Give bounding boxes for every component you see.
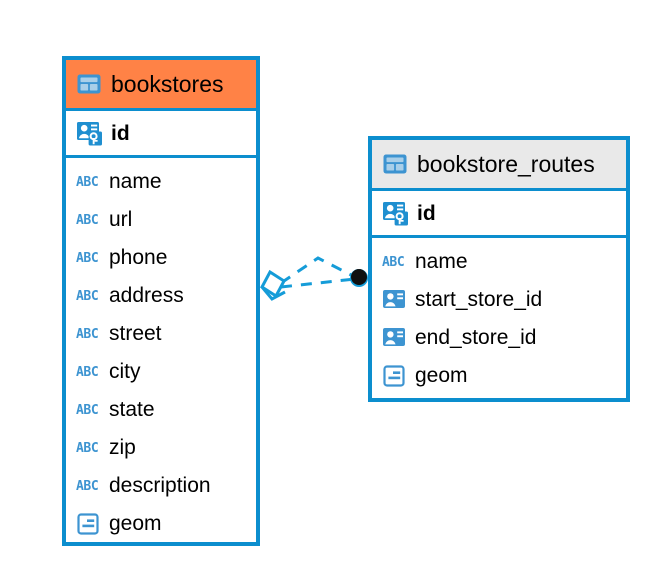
field-row[interactable]: ABC address — [66, 276, 256, 314]
entity-title: bookstore_routes — [417, 150, 595, 177]
svg-text:ABC: ABC — [76, 175, 98, 190]
text-type-icon: ABC — [76, 479, 99, 494]
field-label: url — [109, 207, 133, 231]
svg-text:ABC: ABC — [76, 365, 98, 380]
relationship-branch-upper — [280, 256, 356, 285]
svg-text:ABC: ABC — [382, 255, 404, 270]
field-row[interactable]: geom — [66, 504, 256, 542]
field-label: address — [109, 283, 184, 307]
foreign-key-icon — [383, 290, 405, 308]
field-row[interactable]: ABC phone — [66, 238, 256, 276]
diamond-marker — [260, 269, 286, 301]
field-row[interactable]: end_store_id — [372, 318, 626, 356]
table-icon — [77, 74, 101, 94]
geometry-type-icon — [383, 364, 405, 387]
text-type-icon: ABC — [76, 289, 99, 304]
text-type-icon: ABC — [76, 441, 99, 456]
geometry-type-icon — [77, 512, 99, 535]
field-row[interactable]: ABC zip — [66, 428, 256, 466]
field-label: geom — [415, 363, 468, 387]
field-label: zip — [109, 435, 136, 459]
field-row[interactable]: ABC state — [66, 390, 256, 428]
entity-title: bookstores — [111, 70, 224, 97]
text-type-icon: ABC — [76, 403, 99, 418]
field-label: name — [109, 169, 162, 193]
field-label: end_store_id — [415, 325, 537, 349]
field-list-bookstore-routes: ABC name start_store_id — [372, 238, 626, 400]
primary-key-icon — [383, 201, 408, 225]
table-icon — [383, 154, 407, 174]
field-label: phone — [109, 245, 168, 269]
field-label: state — [109, 397, 155, 421]
field-row[interactable]: start_store_id — [372, 280, 626, 318]
field-row[interactable]: ABC description — [66, 466, 256, 504]
text-type-icon: ABC — [76, 365, 99, 380]
field-row[interactable]: ABC street — [66, 314, 256, 352]
primary-key-row-bookstores[interactable]: id — [66, 108, 256, 158]
entity-header-bookstore-routes[interactable]: bookstore_routes — [372, 140, 626, 188]
filled-circle-marker — [350, 269, 368, 287]
field-label: street — [109, 321, 162, 345]
primary-key-icon — [77, 121, 102, 145]
svg-text:ABC: ABC — [76, 441, 98, 456]
field-list-bookstores: ABC name ABC url ABC phone ABC — [66, 158, 256, 548]
text-type-icon: ABC — [76, 251, 99, 266]
field-label: city — [109, 359, 141, 383]
field-label: start_store_id — [415, 287, 543, 311]
entity-bookstore-routes[interactable]: bookstore_routes id — [368, 136, 630, 402]
primary-key-row-bookstore-routes[interactable]: id — [372, 188, 626, 238]
field-label: id — [111, 121, 130, 145]
svg-text:ABC: ABC — [76, 327, 98, 342]
field-label: description — [109, 473, 211, 497]
field-label: geom — [109, 511, 162, 535]
relationship-branch-lower — [280, 277, 356, 289]
text-type-icon: ABC — [76, 327, 99, 342]
svg-text:ABC: ABC — [76, 403, 98, 418]
svg-text:ABC: ABC — [76, 289, 98, 304]
svg-text:ABC: ABC — [76, 479, 98, 494]
field-row[interactable]: ABC url — [66, 200, 256, 238]
field-row[interactable]: geom — [372, 356, 626, 394]
field-row[interactable]: ABC city — [66, 352, 256, 390]
svg-text:ABC: ABC — [76, 251, 98, 266]
field-label: name — [415, 249, 468, 273]
field-row[interactable]: ABC name — [66, 162, 256, 200]
entity-header-bookstores[interactable]: bookstores — [66, 60, 256, 108]
text-type-icon: ABC — [76, 175, 99, 190]
entity-bookstores[interactable]: bookstores id — [62, 56, 260, 546]
text-type-icon: ABC — [382, 255, 405, 270]
text-type-icon: ABC — [76, 213, 99, 228]
field-row[interactable]: ABC name — [372, 242, 626, 280]
field-label: id — [417, 201, 436, 225]
foreign-key-icon — [383, 328, 405, 346]
svg-text:ABC: ABC — [76, 213, 98, 228]
